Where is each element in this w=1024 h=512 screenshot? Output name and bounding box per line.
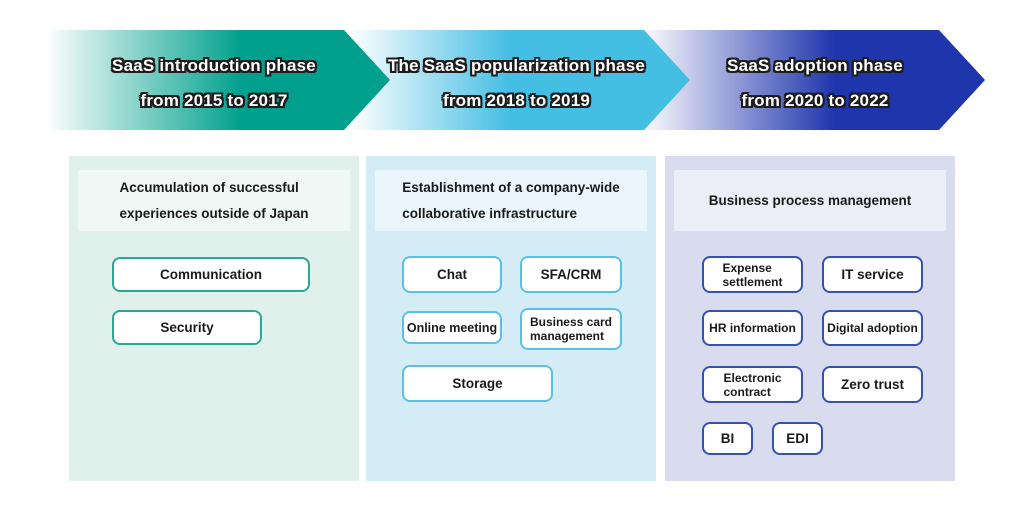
chip-online-meeting: Online meeting <box>402 311 502 344</box>
chip-zero-trust: Zero trust <box>822 366 923 403</box>
phase-arrow-text: SaaS introduction phase from 2015 to 201… <box>112 43 316 118</box>
panel-header-text: Accumulation of successful experiences o… <box>119 179 309 221</box>
chip-chat: Chat <box>402 256 502 293</box>
panel-header: Business process management <box>674 170 946 231</box>
panel-header-text: Establishment of a company-wide collabor… <box>402 179 620 221</box>
chip-hr-information: HR information <box>702 310 803 346</box>
chip-communication: Communication <box>112 257 310 292</box>
phase-arrow-adoption: SaaS adoption phase from 2020 to 2022 <box>645 30 985 130</box>
phase-title: The SaaS popularization phase <box>387 55 646 75</box>
panel-header: Establishment of a company-wide collabor… <box>375 170 647 231</box>
panel-popularization-phase: Establishment of a company-wide collabor… <box>366 156 656 481</box>
phase-period: from 2018 to 2019 <box>442 90 590 110</box>
chip-sfa-crm: SFA/CRM <box>520 256 622 293</box>
panel-header: Accumulation of successful experiences o… <box>78 170 350 231</box>
chip-business-card-management: Business card management <box>520 308 622 350</box>
phase-arrow-text: SaaS adoption phase from 2020 to 2022 <box>727 43 903 118</box>
phase-period: from 2020 to 2022 <box>741 90 889 110</box>
chip-edi: EDI <box>772 422 823 455</box>
phase-arrow-popularization: The SaaS popularization phase from 2018 … <box>343 30 690 130</box>
chip-electronic-contract: Electronic contract <box>702 366 803 403</box>
panel-header-text: Business process management <box>708 192 912 208</box>
chip-expense-settlement: Expense settlement <box>702 256 803 293</box>
phase-title: SaaS adoption phase <box>727 55 903 75</box>
phase-arrow-introduction: SaaS introduction phase from 2015 to 201… <box>38 30 390 130</box>
phase-arrow-text: The SaaS popularization phase from 2018 … <box>388 43 645 118</box>
phase-period: from 2015 to 2017 <box>140 90 288 110</box>
chip-it-service: IT service <box>822 256 923 293</box>
panel-adoption-phase: Business process management Expense sett… <box>665 156 955 481</box>
panel-introduction-phase: Accumulation of successful experiences o… <box>69 156 359 481</box>
chip-security: Security <box>112 310 262 345</box>
chip-bi: BI <box>702 422 753 455</box>
phase-title: SaaS introduction phase <box>112 55 316 75</box>
chip-storage: Storage <box>402 365 553 402</box>
chip-digital-adoption: Digital adoption <box>822 310 923 346</box>
